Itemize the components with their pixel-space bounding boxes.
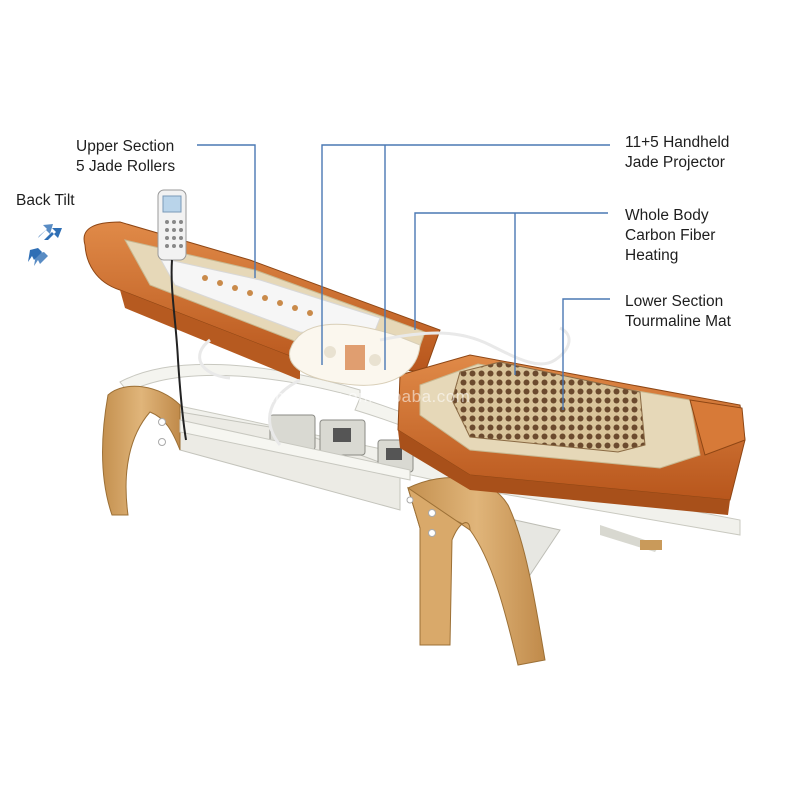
callout-projector <box>321 144 610 365</box>
callout-upper-section <box>197 144 256 278</box>
cables <box>198 326 571 446</box>
callout-lines <box>197 144 610 410</box>
upper-section-line-2: 5 Jade Rollers <box>76 158 176 175</box>
projector-line-1: 11+5 Handheld <box>625 134 730 151</box>
lower-section-line-1: Lower Section <box>625 293 724 310</box>
heating-line-3: Heating <box>625 247 679 264</box>
back-tilt-label: Back Tilt <box>16 192 75 209</box>
back-tilt-arrows-icon <box>28 224 62 266</box>
lower-section-label: Lower Section Tourmaline Mat <box>625 292 731 332</box>
callout-heating <box>414 212 608 330</box>
lower-section-line-2: Tourmaline Mat <box>625 313 731 330</box>
callout-lower-section <box>562 298 610 410</box>
heating-label: Whole Body Carbon Fiber Heating <box>625 206 715 266</box>
side-strut <box>179 419 411 481</box>
rear-wooden-leg <box>406 477 546 666</box>
upper-section-line-1: Upper Section <box>76 138 175 155</box>
front-wooden-leg <box>101 385 181 516</box>
jade-rollers <box>202 275 313 316</box>
lower-section <box>397 354 746 515</box>
rear-support-strut <box>514 519 662 576</box>
upper-section-label: Upper Section 5 Jade Rollers <box>76 137 175 177</box>
projector-label: 11+5 Handheld Jade Projector <box>625 133 729 173</box>
heating-line-1: Whole Body <box>625 207 709 224</box>
heating-line-2: Carbon Fiber <box>625 227 716 244</box>
watermark: fuanmeiyang.en.alibaba.com <box>240 387 471 406</box>
projector-line-2: Jade Projector <box>625 154 725 171</box>
handheld-remote <box>157 189 187 441</box>
tourmaline-mat <box>451 361 646 453</box>
